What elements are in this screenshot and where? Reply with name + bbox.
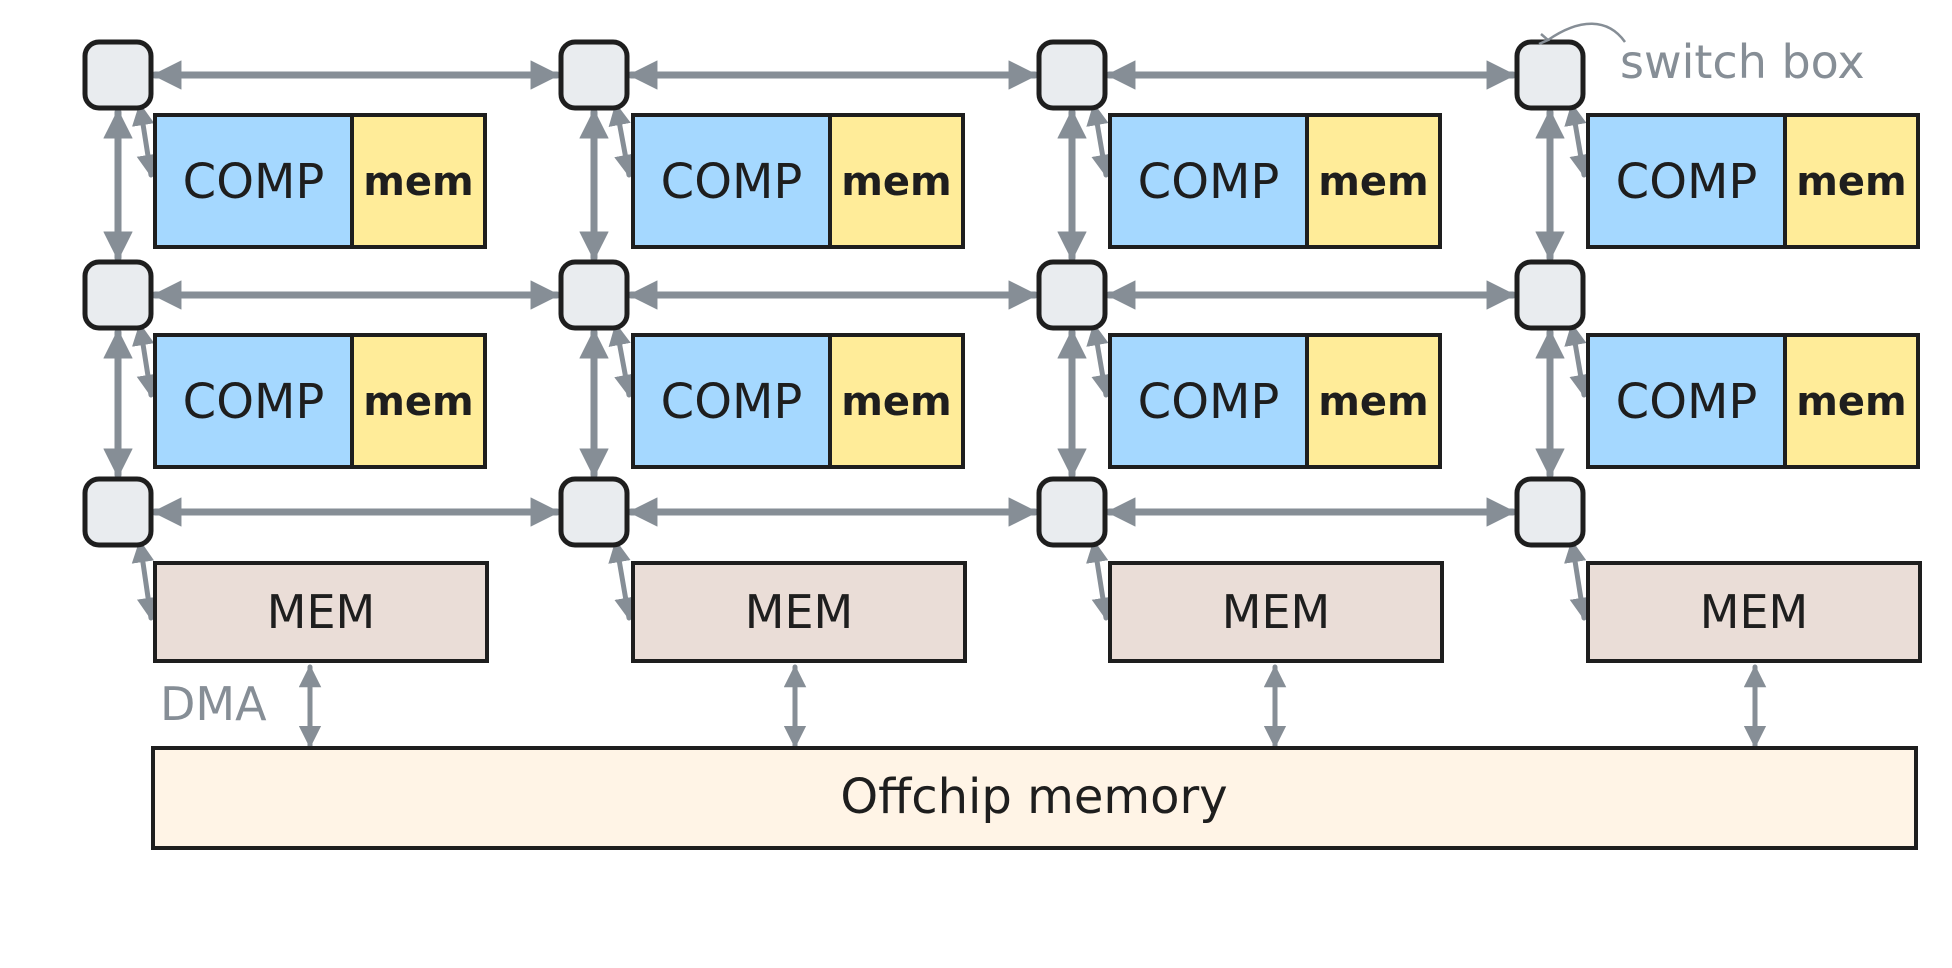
tile-link-c2-r3 (608, 539, 637, 621)
switch-box-r3-c4 (1514, 476, 1586, 548)
dma-label: DMA (160, 677, 267, 731)
comp-label: COMP (1616, 374, 1758, 430)
switch-box-r2-c1 (82, 259, 154, 331)
local-mem-label: mem (1318, 159, 1429, 205)
comp-label: COMP (1616, 154, 1758, 210)
comp-label: COMP (183, 374, 325, 430)
tile-link-c4-r3 (1564, 539, 1592, 621)
tile-link-c1-r1 (132, 102, 159, 178)
comp-block (1108, 113, 1309, 249)
tile-link-c2-r2 (608, 322, 637, 398)
offchip-memory-block (151, 746, 1918, 850)
compute-tile-r1-c3: COMP mem (1108, 113, 1442, 249)
local-mem-label: mem (841, 159, 952, 205)
memory-tile-label: MEM (745, 585, 853, 639)
memory-tile-label: MEM (1700, 585, 1808, 639)
memory-tile-1: MEM (153, 561, 489, 663)
local-mem-label: mem (363, 159, 474, 205)
compute-tile-r2-c4: COMP mem (1586, 333, 1920, 469)
switch-box-r2-c2 (558, 259, 630, 331)
switch-box-r2-c4 (1514, 259, 1586, 331)
switch-box-r1-c3 (1036, 39, 1108, 111)
compute-tile-r2-c2: COMP mem (631, 333, 965, 469)
memory-tile-block (153, 561, 489, 663)
comp-label: COMP (183, 154, 325, 210)
offchip-memory: Offchip memory (151, 746, 1918, 850)
memory-tile-label: MEM (1222, 585, 1330, 639)
compute-tile-r1-c1: COMP mem (153, 113, 487, 249)
local-mem-block (1305, 113, 1442, 249)
local-mem-label: mem (1318, 379, 1429, 425)
switch-box-label: switch box (1620, 35, 1865, 89)
tile-link-c4-r2 (1564, 322, 1592, 398)
tile-link-c1-r2 (132, 322, 159, 398)
local-mem-label: mem (841, 379, 952, 425)
local-mem-label: mem (1796, 379, 1907, 425)
local-mem-label: mem (363, 379, 474, 425)
compute-tile-r1-c4: COMP mem (1586, 113, 1920, 249)
switch-box-r3-c1 (82, 476, 154, 548)
local-mem-block (1783, 113, 1920, 249)
tile-link-c3-r1 (1086, 102, 1114, 178)
switch-box-r1-c4 (1514, 39, 1586, 111)
comp-label: COMP (1138, 374, 1280, 430)
comp-label: COMP (661, 154, 803, 210)
comp-block (631, 113, 832, 249)
offchip-memory-label: Offchip memory (840, 769, 1227, 825)
local-mem-block (828, 113, 965, 249)
local-mem-block (350, 113, 487, 249)
interconnect-arrows (103, 60, 1767, 749)
comp-label: COMP (661, 374, 803, 430)
memory-tile-label: MEM (267, 585, 375, 639)
switch-box-pointer-head (1538, 33, 1551, 46)
local-mem-block (828, 333, 965, 469)
tile-link-c2-r1 (608, 102, 637, 178)
annotations: switch box DMA (160, 22, 1865, 731)
comp-block (631, 333, 832, 469)
local-mem-block (350, 333, 487, 469)
tile-link-c3-r3 (1086, 539, 1114, 621)
memory-tile-4: MEM (1586, 561, 1922, 663)
comp-label: COMP (1138, 154, 1280, 210)
local-mem-block (1305, 333, 1442, 469)
tile-link-c1-r3 (131, 539, 160, 621)
compute-tile-r2-c1: COMP mem (153, 333, 487, 469)
compute-tile-r1-c2: COMP mem (631, 113, 965, 249)
comp-block (1586, 333, 1787, 469)
switch-box-r1-c1 (82, 39, 154, 111)
memory-tile-block (1586, 561, 1922, 663)
tile-link-c4-r1 (1564, 102, 1592, 178)
switch-box-pointer (1547, 22, 1627, 43)
comp-block (1108, 333, 1309, 469)
switch-box-r3-c3 (1036, 476, 1108, 548)
compute-tile-r2-c3: COMP mem (1108, 333, 1442, 469)
switch-box-r3-c2 (558, 476, 630, 548)
local-mem-label: mem (1796, 159, 1907, 205)
comp-block (1586, 113, 1787, 249)
memory-tile-block (1108, 561, 1444, 663)
switch-box-r2-c3 (1036, 259, 1108, 331)
switch-box-r1-c2 (558, 39, 630, 111)
memory-tile-block (631, 561, 967, 663)
memory-tile-3: MEM (1108, 561, 1444, 663)
local-mem-block (1783, 333, 1920, 469)
tile-link-c3-r2 (1086, 322, 1114, 398)
memory-tile-2: MEM (631, 561, 967, 663)
